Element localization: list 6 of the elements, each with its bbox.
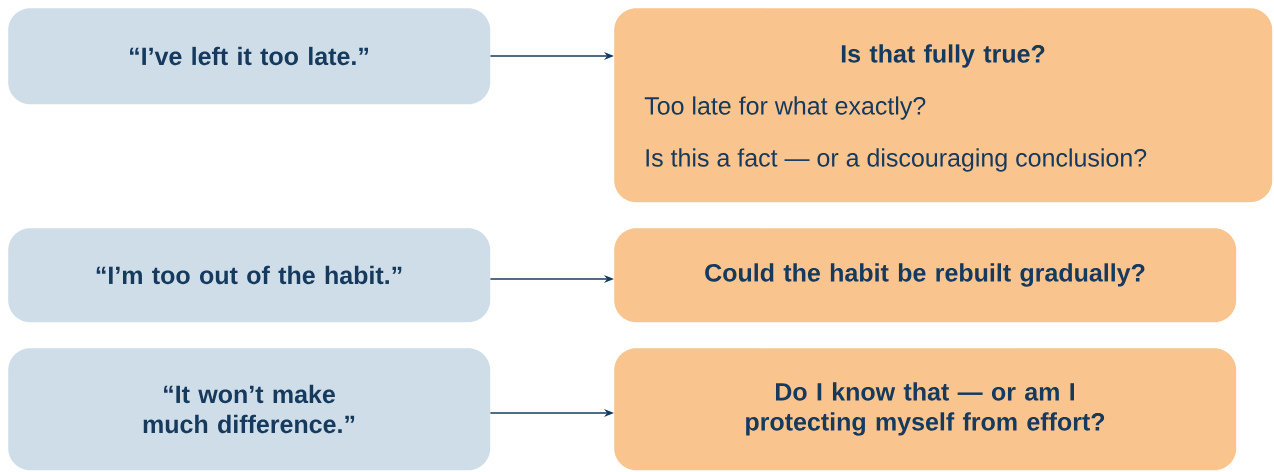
question-box: Do I know that — or am I protecting myself from effort? [614,348,1237,471]
statement-box: “I’ve left it too late.” [8,8,491,105]
statement-box: “I’m too out of the habit.” [8,228,491,323]
statement-box: “It won’t make much difference.” [8,348,491,471]
question-box: Could the habit be rebuilt gradually? [614,228,1237,323]
question-box: Is that fully true? Too late for what exactly? Is this a fact — or a discouraging conclusion? [614,8,1273,203]
